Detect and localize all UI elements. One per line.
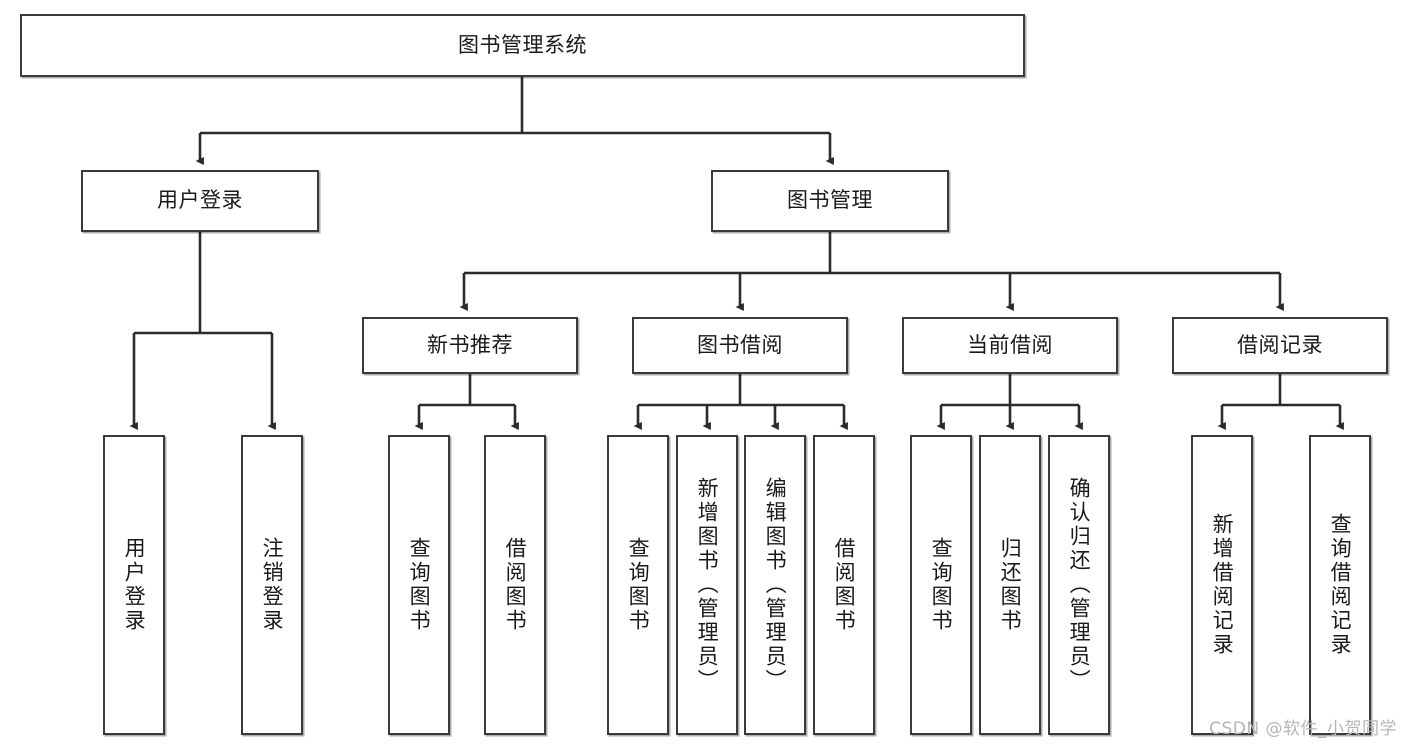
node-new-book-recommend-label: 新书推荐 [427,332,513,357]
node-leaf-edit-book[interactable]: 编辑图书（管理员） [744,435,806,735]
node-leaf-add-book-label: 新增图书（管理员） [695,477,720,693]
node-leaf-query-book-3[interactable]: 查询图书 [910,435,972,735]
node-user-login-label: 用户登录 [157,188,243,213]
node-leaf-edit-book-label: 编辑图书（管理员） [763,477,788,693]
node-current-borrow-label: 当前借阅 [967,332,1053,357]
node-borrow-record[interactable]: 借阅记录 [1172,317,1388,374]
node-leaf-confirm-return-label: 确认归还（管理员） [1067,477,1092,693]
node-leaf-query-book-3-label: 查询图书 [929,537,954,633]
node-leaf-user-login[interactable]: 用户登录 [103,435,165,735]
node-leaf-query-book-1-label: 查询图书 [407,537,432,633]
node-leaf-query-record-label: 查询借阅记录 [1328,513,1353,657]
node-leaf-confirm-return[interactable]: 确认归还（管理员） [1048,435,1110,735]
node-leaf-query-book-1[interactable]: 查询图书 [388,435,450,735]
node-leaf-add-record-label: 新增借阅记录 [1210,513,1235,657]
node-book-borrow-label: 图书借阅 [697,332,783,357]
node-book-management[interactable]: 图书管理 [711,170,949,232]
node-leaf-query-book-2-label: 查询图书 [626,537,651,633]
node-leaf-user-login-label: 用户登录 [122,537,147,633]
node-current-borrow[interactable]: 当前借阅 [902,317,1118,374]
node-leaf-add-record[interactable]: 新增借阅记录 [1191,435,1253,735]
node-leaf-query-book-2[interactable]: 查询图书 [607,435,669,735]
node-leaf-borrow-book-2-label: 借阅图书 [832,537,857,633]
node-borrow-record-label: 借阅记录 [1237,332,1323,357]
node-book-borrow[interactable]: 图书借阅 [632,317,848,374]
node-leaf-return-book-label: 归还图书 [998,537,1023,633]
node-leaf-logout-label: 注销登录 [260,537,285,633]
node-root[interactable]: 图书管理系统 [20,14,1025,77]
node-leaf-borrow-book-1-label: 借阅图书 [503,537,528,633]
node-new-book-recommend[interactable]: 新书推荐 [362,317,578,374]
node-leaf-borrow-book-2[interactable]: 借阅图书 [813,435,875,735]
node-root-label: 图书管理系统 [458,32,587,57]
node-leaf-logout[interactable]: 注销登录 [241,435,303,735]
node-leaf-return-book[interactable]: 归还图书 [979,435,1041,735]
node-leaf-borrow-book-1[interactable]: 借阅图书 [484,435,546,735]
node-user-login[interactable]: 用户登录 [81,170,319,232]
node-book-management-label: 图书管理 [787,188,873,213]
node-leaf-add-book[interactable]: 新增图书（管理员） [676,435,738,735]
node-leaf-query-record[interactable]: 查询借阅记录 [1309,435,1371,735]
